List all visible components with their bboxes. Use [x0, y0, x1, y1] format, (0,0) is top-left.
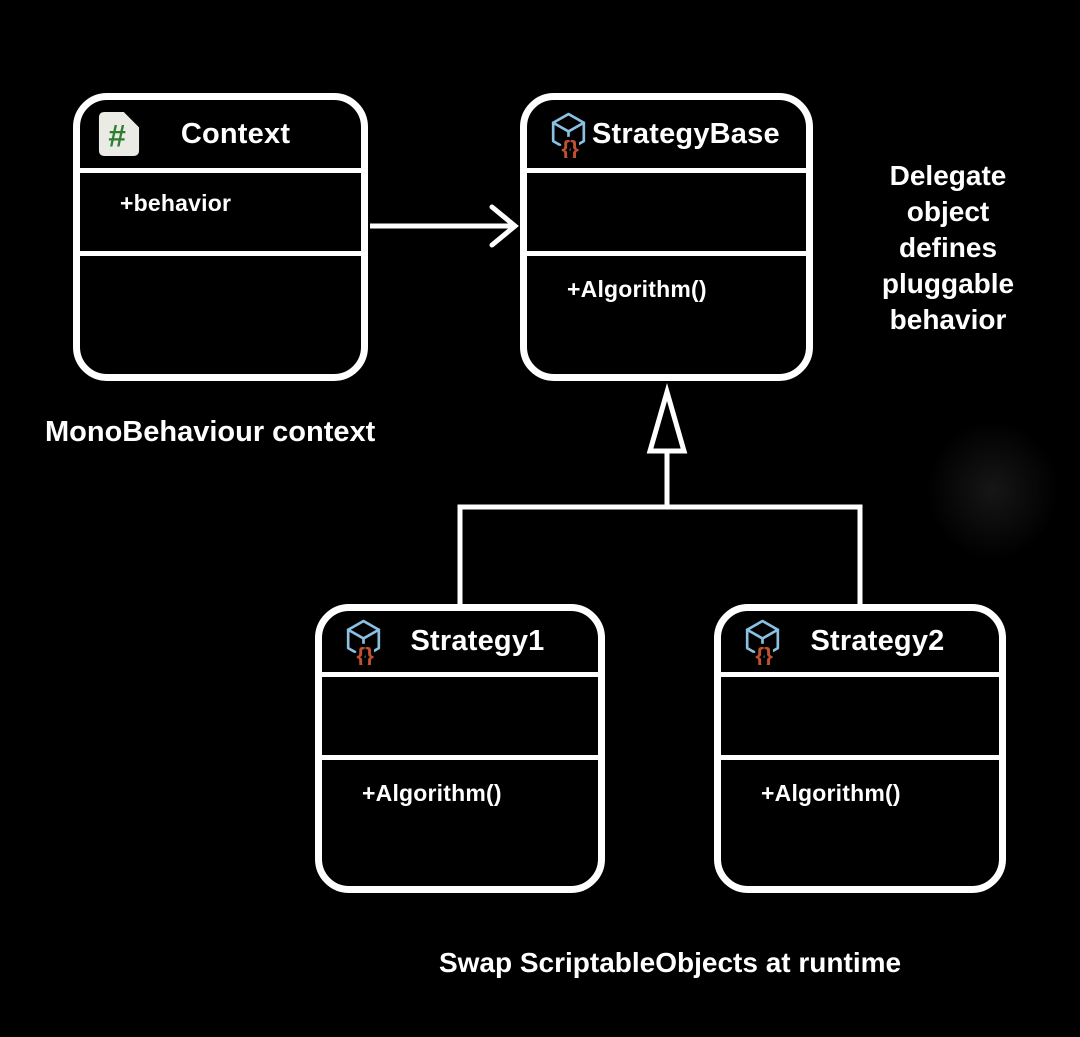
class-header-strategy2: {} Strategy2	[721, 611, 999, 677]
class-header-strategy1: {} Strategy1	[322, 611, 598, 677]
hash-glyph: #	[108, 117, 126, 153]
class-title: StrategyBase	[592, 117, 780, 150]
delegate-note-label: Delegate object defines pluggable behavi…	[881, 160, 1015, 335]
class-box-strategy-base: {} StrategyBase +Algorithm()	[520, 93, 813, 381]
class-title: Strategy1	[410, 625, 545, 657]
attribute-behavior: +behavior	[120, 190, 232, 216]
class-header-strategy-base: {} StrategyBase	[527, 100, 806, 173]
class-methods-section: +Algorithm()	[322, 760, 598, 886]
class-box-strategy1: {} Strategy1 +Algorithm()	[315, 604, 605, 893]
monobehaviour-context-label: MonoBehaviour context	[45, 416, 376, 448]
class-methods-section: +Algorithm()	[721, 760, 999, 886]
csharp-script-icon: #	[98, 112, 140, 156]
association-arrow-head-icon	[489, 204, 519, 248]
braces-glyph: {}	[755, 643, 773, 665]
scriptable-object-icon: {}	[745, 619, 780, 665]
method-algorithm: +Algorithm()	[362, 780, 502, 806]
class-methods-section	[80, 256, 361, 374]
method-algorithm: +Algorithm()	[567, 276, 707, 302]
class-title: Context	[180, 117, 291, 150]
class-methods-section: +Algorithm()	[527, 256, 806, 374]
class-attributes-section	[721, 677, 999, 760]
inheritance-triangle-icon	[646, 382, 688, 454]
inheritance-branch-line	[457, 504, 863, 604]
class-attributes-section: +behavior	[80, 173, 361, 256]
class-title: Strategy2	[810, 625, 945, 657]
class-header-context: # Context	[80, 100, 361, 173]
scriptable-object-icon: {}	[551, 112, 586, 158]
braces-glyph: {}	[356, 643, 374, 665]
class-attributes-section	[322, 677, 598, 760]
class-box-strategy2: {} Strategy2 +Algorithm()	[714, 604, 1006, 893]
method-algorithm: +Algorithm()	[761, 780, 901, 806]
braces-glyph: {}	[561, 135, 579, 157]
runtime-swap-label: Swap ScriptableObjects at runtime	[438, 947, 902, 978]
class-attributes-section	[527, 173, 806, 256]
scriptable-object-icon: {}	[346, 619, 381, 665]
class-box-context: # Context +behavior	[73, 93, 368, 381]
